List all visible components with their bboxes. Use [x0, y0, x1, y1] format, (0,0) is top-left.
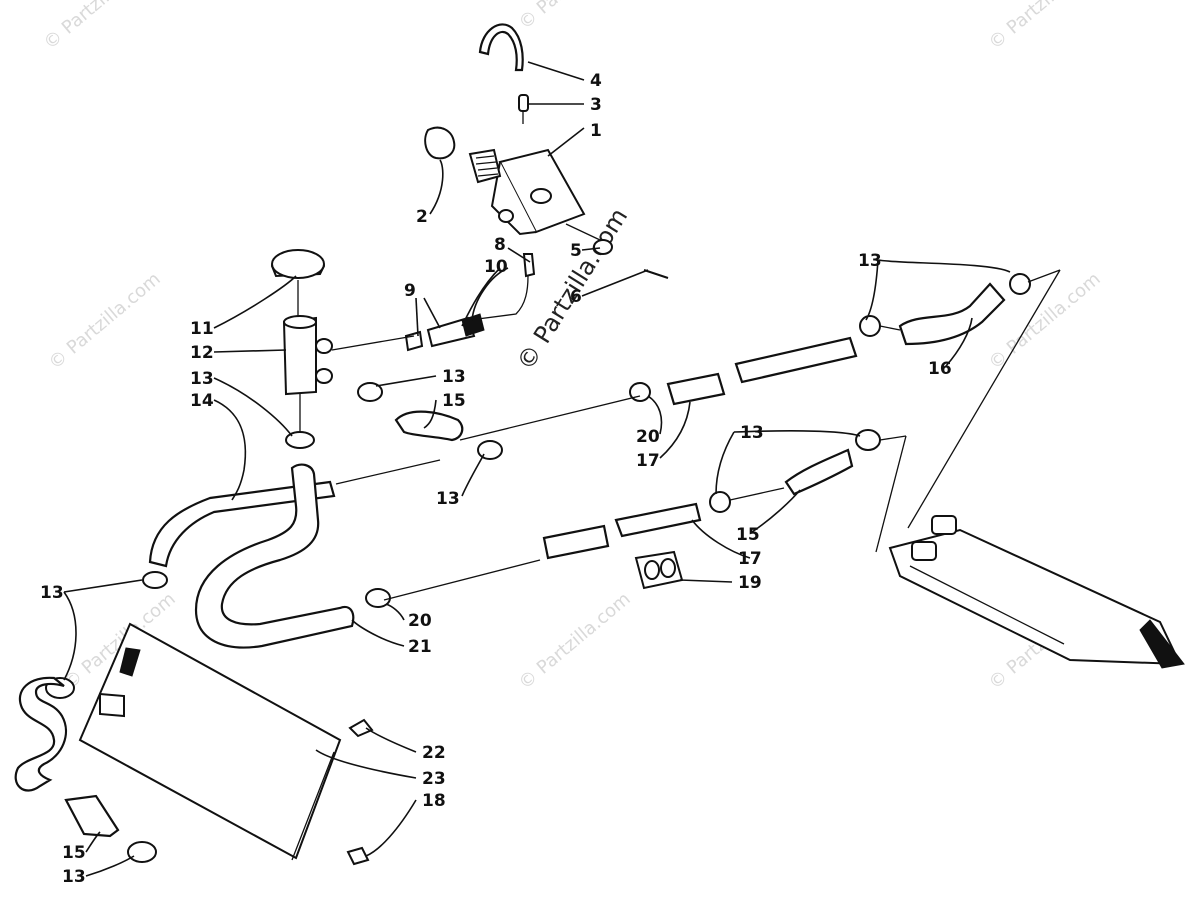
callout-13: 13: [858, 251, 882, 271]
hose-clamps: [45, 273, 1031, 863]
overflow-hose-part: [478, 23, 524, 72]
callout-23: 23: [422, 769, 446, 789]
callout-14: 14: [190, 391, 214, 411]
callout-13: 13: [40, 583, 64, 603]
callout-13: 13: [190, 369, 214, 389]
callout-18: 18: [422, 791, 446, 811]
callout-15: 15: [62, 843, 86, 863]
callout-16: 16: [928, 359, 952, 379]
callout-13: 13: [436, 489, 460, 509]
callout-22: 22: [422, 743, 446, 763]
fitting-part: [518, 94, 529, 112]
watermark: © Partzilla.com: [515, 0, 635, 34]
callout-19: 19: [738, 573, 762, 593]
watermark: © Partzilla.com: [515, 588, 635, 693]
callout-17: 17: [738, 549, 762, 569]
callout-9: 9: [404, 281, 416, 301]
callout-5: 5: [570, 241, 582, 261]
callout-6: 6: [570, 287, 582, 307]
watermark: © Partzilla.com: [985, 0, 1105, 54]
watermark: © Partzilla.com: [985, 268, 1105, 373]
callout-21: 21: [408, 637, 432, 657]
callout-15: 15: [736, 525, 760, 545]
callout-17: 17: [636, 451, 660, 471]
callout-10: 10: [484, 257, 508, 277]
callout-11: 11: [190, 319, 214, 339]
washer-part: [593, 239, 613, 255]
radiator-part: [78, 622, 342, 860]
filler-neck-part: [282, 316, 317, 396]
callout-20: 20: [636, 427, 660, 447]
parts-drawing: [14, 23, 1185, 866]
watermark: © Partzilla.com: [40, 0, 160, 54]
callout-2: 2: [416, 207, 428, 227]
leader-lines: [63, 61, 1011, 877]
watermark: © Partzilla.com: [45, 268, 165, 373]
callout-1: 1: [590, 121, 602, 141]
cap-knob-part: [424, 126, 456, 160]
bent-hose-part: [898, 282, 1006, 346]
callout-8: 8: [494, 235, 506, 255]
callout-4: 4: [590, 71, 602, 91]
callout-labels: 1 2 3 4 5 6 8 9 10 11 12 13 14 13 15 13 …: [40, 71, 952, 887]
callout-20: 20: [408, 611, 432, 631]
callout-13: 13: [740, 423, 764, 443]
callout-15: 15: [442, 391, 466, 411]
callout-13: 13: [442, 367, 466, 387]
s-shaped-hose-part: [194, 463, 355, 649]
coiled-hose-part: [14, 676, 67, 792]
callout-13: 13: [62, 867, 86, 887]
callout-12: 12: [190, 343, 214, 363]
callout-3: 3: [590, 95, 602, 115]
